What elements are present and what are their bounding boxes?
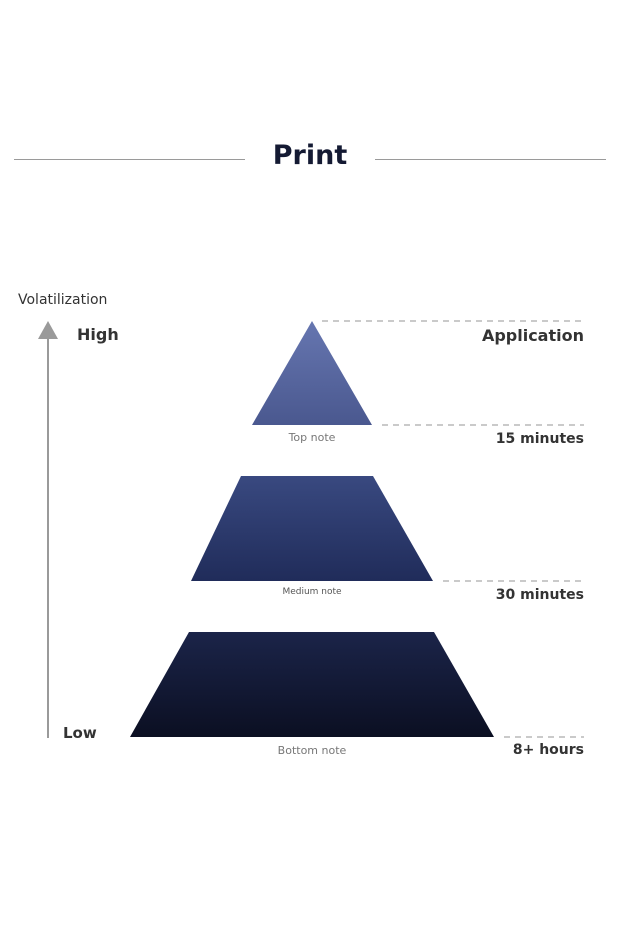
tier-bottom-name: Bottom note	[277, 744, 347, 757]
tier-medium-name: Medium note	[282, 587, 342, 597]
time-15-minutes: 15 minutes	[495, 431, 584, 447]
axis-high-label: High	[77, 325, 119, 344]
bottom-note-trapezoid	[130, 632, 494, 737]
time-8-hours: 8+ hours	[512, 742, 584, 758]
axis-low-label: Low	[63, 724, 97, 742]
time-30-minutes: 30 minutes	[495, 587, 584, 603]
top-note-triangle	[252, 321, 372, 425]
axis-label: Volatilization	[18, 292, 108, 308]
time-application: Application	[481, 326, 584, 345]
tier-top-name: Top note	[288, 431, 336, 444]
title-rule-left	[14, 159, 245, 160]
title-rule-right	[375, 159, 606, 160]
medium-note-trapezoid	[191, 476, 433, 581]
page-title: Print	[272, 140, 348, 171]
volatility-arrow-up-icon	[38, 321, 58, 339]
